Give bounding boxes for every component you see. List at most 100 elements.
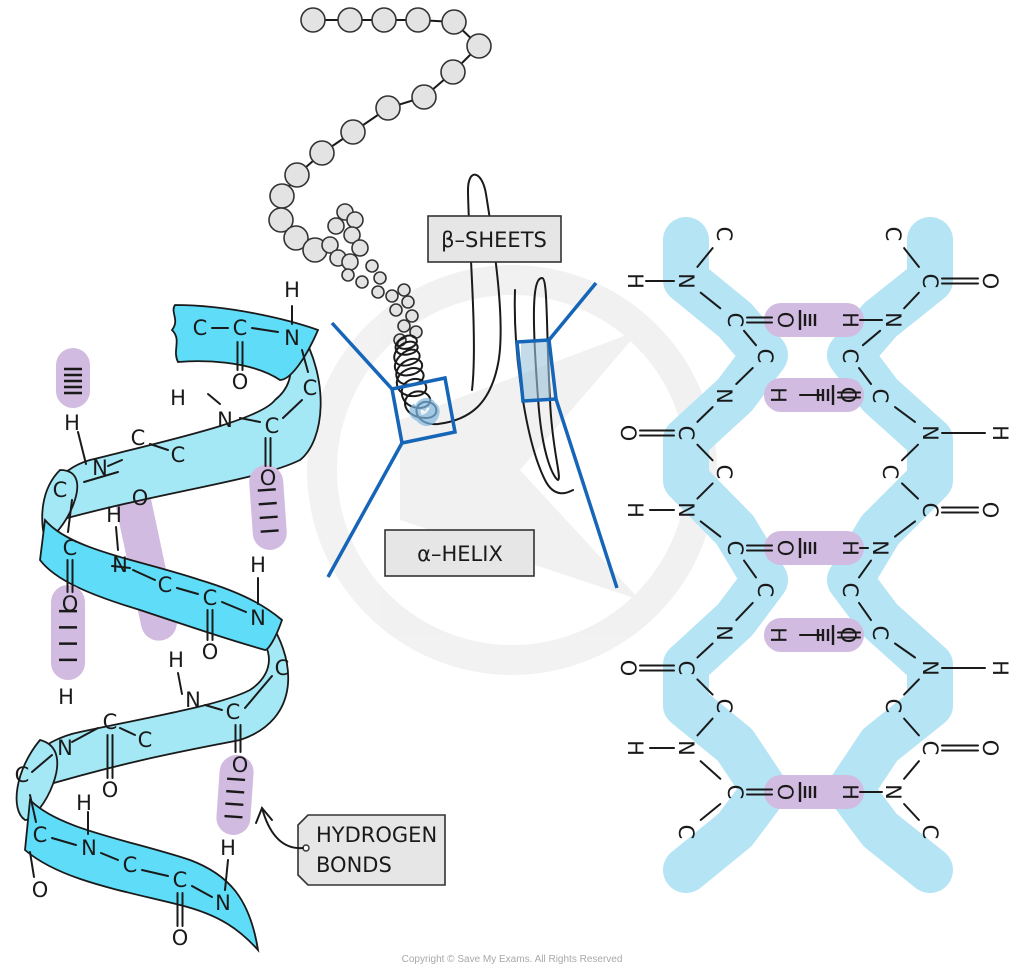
atom-h: H — [64, 411, 80, 435]
amino-acid-bead — [269, 183, 295, 209]
atom-n: N — [712, 625, 736, 641]
atom-c: C — [226, 700, 241, 724]
alpha-zoom-line-top — [330, 321, 394, 391]
hydrogen-bond-highlight — [764, 303, 864, 337]
atom-o: O — [773, 312, 797, 329]
atom-c: C — [674, 825, 698, 840]
amino-acid-bead — [397, 283, 411, 297]
atom-c: C — [131, 426, 146, 450]
alpha-zoom-line-bottom — [326, 442, 404, 578]
atom-c: C — [723, 313, 747, 328]
atom-h: H — [58, 685, 74, 709]
amino-acid-bead — [375, 95, 401, 121]
amino-acid-bead — [389, 303, 403, 317]
beta-strand-right — [827, 217, 953, 893]
alpha-helix-zoom-box — [389, 375, 458, 446]
atom-c: C — [674, 426, 698, 441]
watermark-logo — [307, 265, 717, 675]
atom-c: C — [193, 316, 208, 340]
atom-o: O — [232, 753, 249, 777]
amino-acid-bead — [355, 275, 369, 289]
atom-n: N — [284, 326, 300, 350]
atom-o: O — [978, 740, 1002, 757]
amino-acid-bead — [365, 259, 379, 273]
amino-acid-bead — [371, 7, 397, 33]
alpha-helix-label: α–HELIX — [384, 529, 535, 577]
atom-n: N — [217, 408, 233, 432]
atom-c: C — [53, 478, 68, 502]
atom-c: C — [63, 536, 78, 560]
atom-c: C — [123, 853, 138, 877]
atom-n: N — [881, 312, 905, 328]
atom-o: O — [102, 778, 119, 802]
atom-c: C — [33, 823, 48, 847]
atom-n: N — [215, 891, 231, 915]
beta-pleated-sheet: CNCCNCCNCCNCCNCCCCNCCNCCNCCNCCNCHOHOHOHO… — [616, 217, 1012, 893]
amino-acid-bead — [405, 7, 431, 33]
atom-c: C — [712, 465, 736, 480]
atom-h: H — [220, 836, 236, 860]
amino-acid-bead — [405, 309, 419, 323]
atom-c: C — [303, 376, 318, 400]
atom-n: N — [674, 273, 698, 289]
atom-c: C — [918, 274, 942, 289]
atom-c: C — [838, 583, 862, 598]
atom-c: C — [723, 541, 747, 556]
atom-h: H — [766, 627, 790, 643]
amino-acid-bead — [337, 7, 363, 33]
amino-acid-bead — [341, 268, 355, 282]
atom-h: H — [106, 503, 122, 527]
atom-h: H — [623, 273, 647, 289]
atom-c: C — [918, 741, 942, 756]
atom-h: H — [988, 660, 1012, 676]
amino-acid-bead — [340, 119, 366, 145]
atom-c: C — [674, 661, 698, 676]
atom-n: N — [81, 836, 97, 860]
beta-zoom-line-bottom — [554, 398, 619, 589]
atom-c: C — [878, 465, 902, 480]
atom-n: N — [112, 553, 128, 577]
amino-acid-bead — [284, 162, 310, 188]
atom-o: O — [260, 466, 277, 490]
atom-o: O — [836, 387, 860, 404]
atom-c: C — [723, 785, 747, 800]
hydrogen-bonds-label-line2: BONDS — [316, 853, 392, 877]
atom-n: N — [250, 606, 266, 630]
amino-acid-bead — [283, 225, 309, 251]
atom-o: O — [62, 592, 79, 616]
atom-n: N — [92, 456, 108, 480]
atom-o: O — [836, 627, 860, 644]
atom-c: C — [233, 316, 248, 340]
atom-o: O — [978, 273, 1002, 290]
atom-c: C — [712, 227, 736, 242]
atom-c: C — [173, 868, 188, 892]
amino-acid-bead — [351, 239, 369, 257]
atom-h: H — [766, 387, 790, 403]
atom-h: H — [623, 740, 647, 756]
beta-zoom-line-top — [547, 281, 598, 342]
atom-n: N — [918, 425, 942, 441]
atom-c: C — [753, 583, 777, 598]
atom-o: O — [773, 784, 797, 801]
atom-c: C — [15, 763, 30, 787]
atom-c: C — [275, 656, 290, 680]
hydrogen-bond-highlight — [51, 585, 85, 680]
amino-acid-bead — [341, 253, 359, 271]
amino-acid-bead — [441, 9, 467, 35]
atom-o: O — [773, 540, 797, 557]
atom-o: O — [202, 640, 219, 664]
hydrogen-bond-highlight — [764, 775, 864, 809]
amino-acid-bead — [268, 207, 294, 233]
atom-c: C — [868, 626, 892, 641]
amino-acid-bead — [309, 140, 335, 166]
atom-c: C — [838, 349, 862, 364]
amino-acid-bead — [411, 84, 437, 110]
hydrogen-bond-highlight — [216, 755, 254, 835]
atom-o: O — [132, 486, 149, 510]
atom-c: C — [138, 728, 153, 752]
atom-n: N — [674, 502, 698, 518]
amino-acid-bead — [401, 295, 415, 309]
copyright-notice: Copyright © Save My Exams. All Rights Re… — [401, 954, 623, 965]
beta-sheets-label-text: β–SHEETS — [441, 228, 547, 252]
